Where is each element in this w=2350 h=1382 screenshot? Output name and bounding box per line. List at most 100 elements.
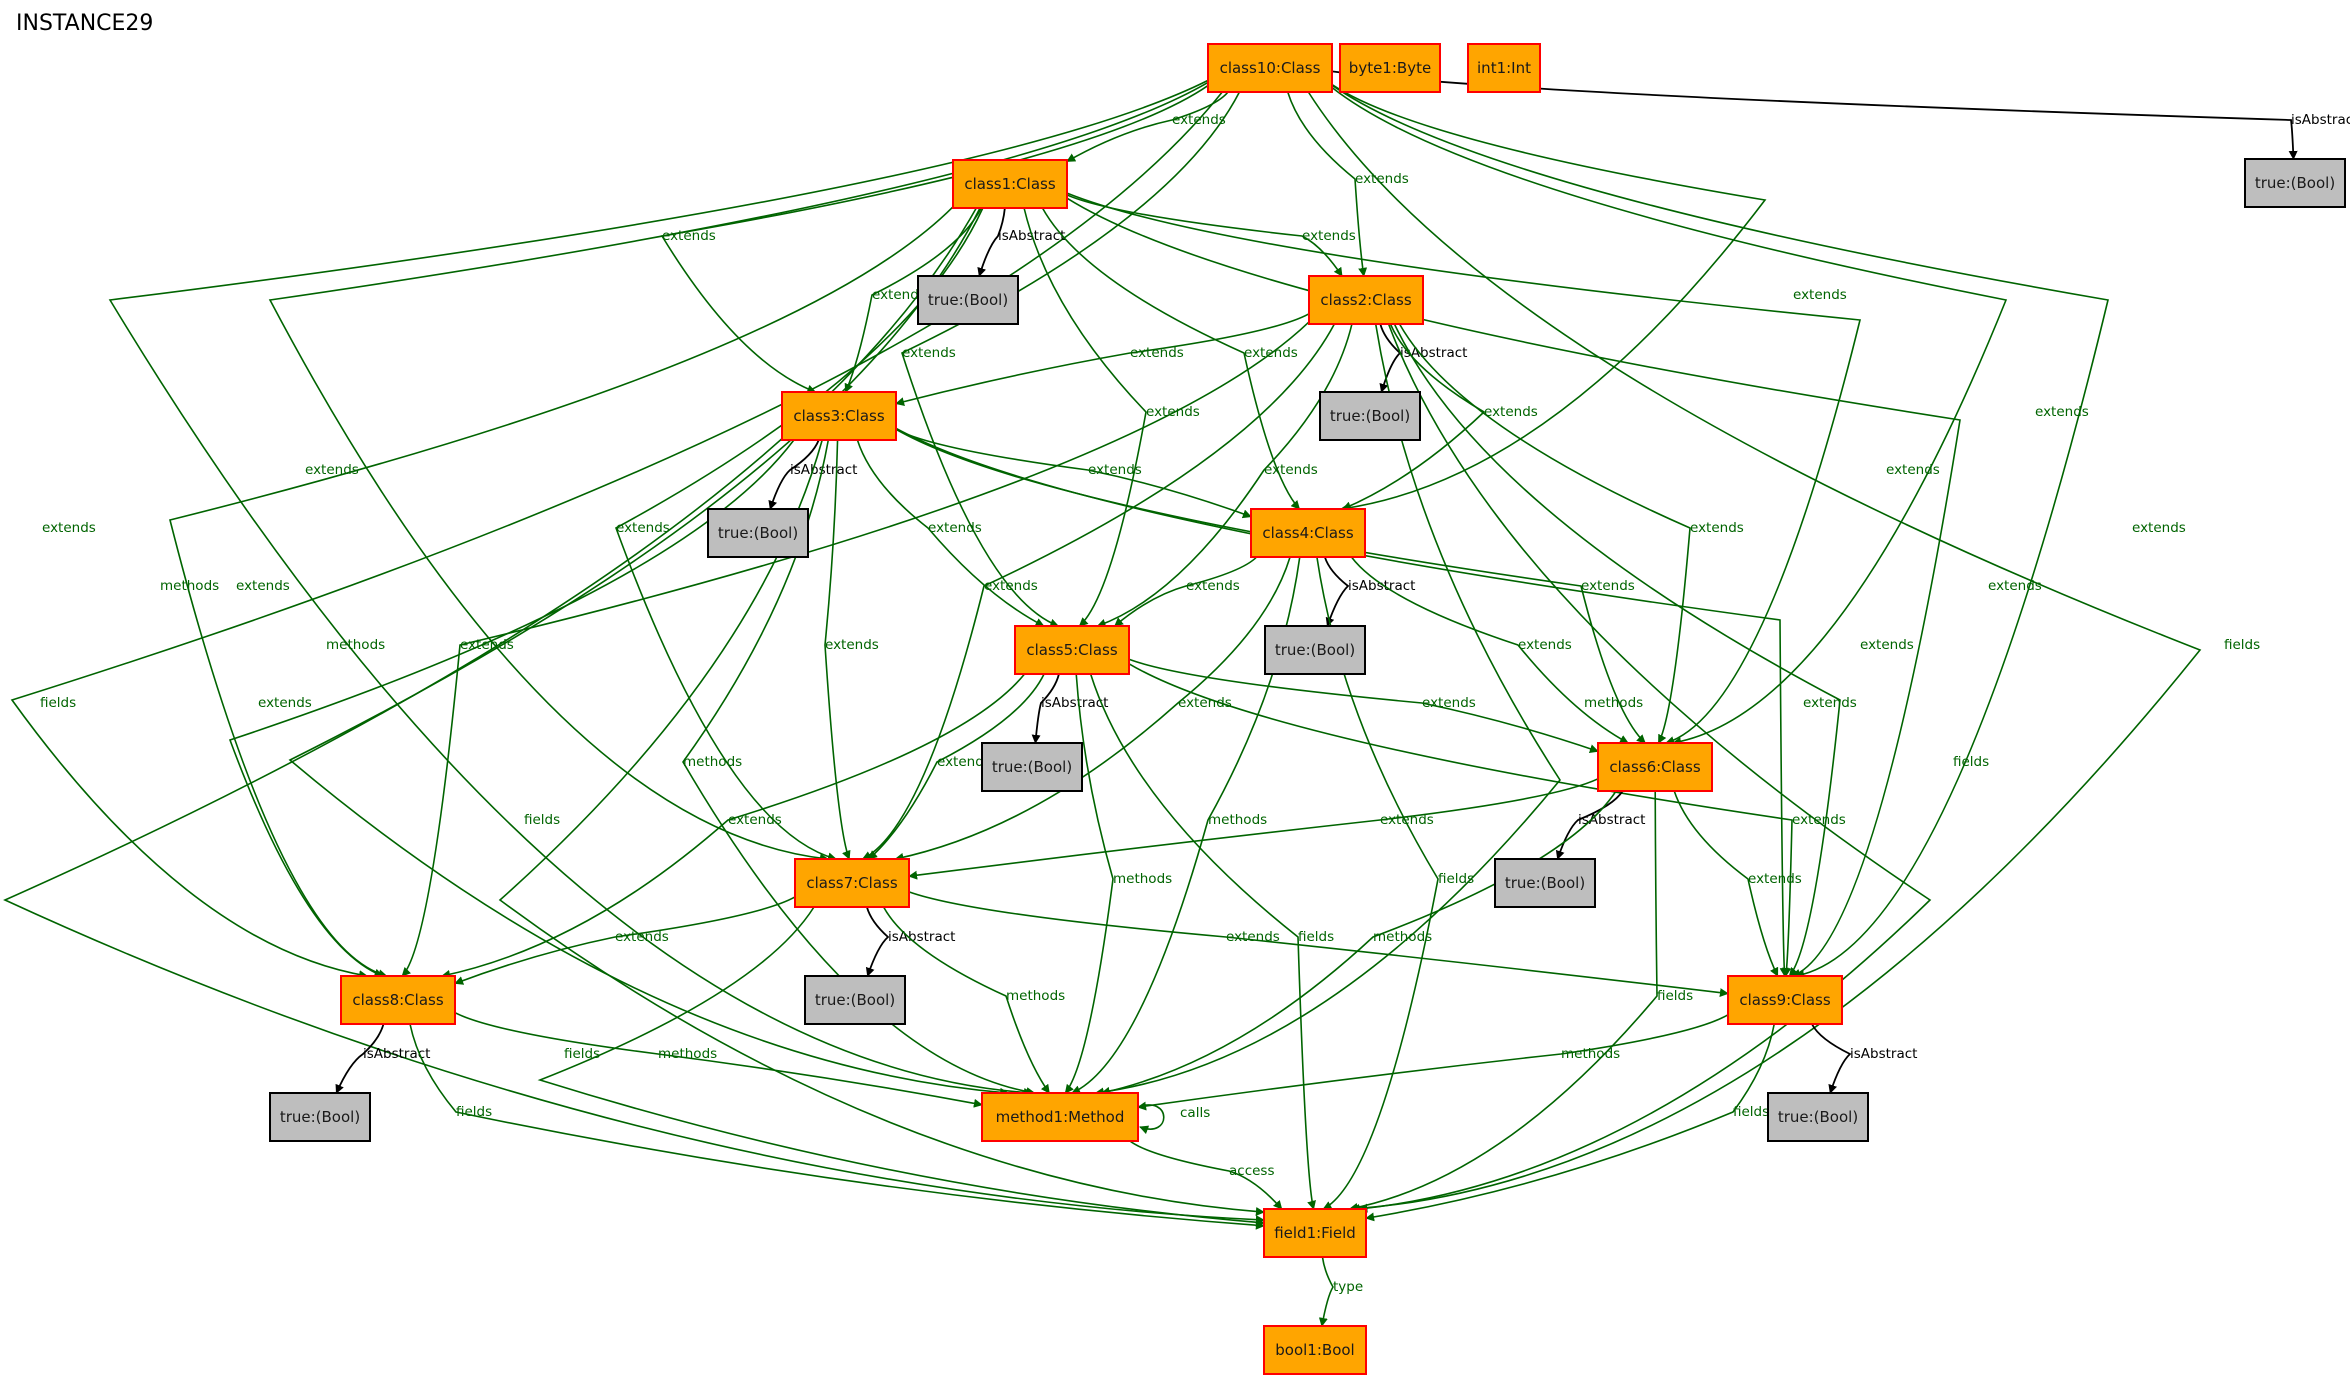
node-class10[interactable]: class10:Class [1207, 43, 1333, 93]
edge-label: extends [1088, 462, 1142, 478]
node-b8[interactable]: true:(Bool) [269, 1092, 371, 1142]
edge-class2-to-class7: extends [861, 323, 1336, 860]
edge-line [1137, 1104, 1165, 1135]
edge-line [1128, 663, 1793, 977]
edge-label: extends [258, 695, 312, 711]
edge-class4-to-class5: extends [1114, 556, 1258, 627]
edge-line [1358, 323, 1932, 1213]
edge-class3-to-class6: extends [895, 428, 1646, 744]
node-b5[interactable]: true:(Bool) [981, 742, 1083, 792]
edge-label: calls [1180, 1105, 1210, 1121]
node-label: class8:Class [352, 991, 443, 1009]
node-label: class1:Class [964, 175, 1055, 193]
edge-class4-to-class7: extends [894, 556, 1291, 862]
node-b10[interactable]: true:(Bool) [2244, 158, 2346, 208]
edge-line [1398, 323, 1691, 744]
edge-class5-to-class9: extends [1128, 663, 1846, 977]
value-node-box [1264, 625, 1366, 675]
edge-class6-to-field1: fields [1348, 790, 1693, 1212]
node-class6[interactable]: class6:Class [1597, 742, 1713, 792]
edge-class7-to-b7: isAbstract [865, 906, 955, 977]
node-label: true:(Bool) [280, 1108, 360, 1126]
edge-label: extends [2035, 404, 2089, 420]
node-class7[interactable]: class7:Class [794, 858, 910, 908]
node-label: true:(Bool) [1275, 641, 1355, 659]
object-node-box [340, 975, 456, 1025]
node-method1[interactable]: method1:Method [981, 1092, 1139, 1142]
edge-label: isAbstract [1850, 1046, 1917, 1062]
edge-line [865, 906, 890, 977]
node-label: int1:Int [1477, 59, 1531, 77]
value-node-box [1494, 858, 1596, 908]
node-label: true:(Bool) [815, 991, 895, 1009]
edge-class1-to-field1: fields [3, 207, 1265, 1225]
node-class9[interactable]: class9:Class [1727, 975, 1843, 1025]
edge-class10-to-class1: extends [1066, 91, 1229, 163]
node-label: true:(Bool) [2255, 174, 2335, 192]
edge-line [908, 891, 1729, 998]
node-field1[interactable]: field1:Field [1263, 1208, 1367, 1258]
node-b4[interactable]: true:(Bool) [1264, 625, 1366, 675]
edge-line [169, 206, 954, 979]
edge-label: extends [825, 637, 879, 653]
edge-label: methods [1561, 1046, 1620, 1062]
node-b9[interactable]: true:(Bool) [1767, 1092, 1869, 1142]
edge-label: extends [1302, 228, 1356, 244]
edge-label: extends [1186, 578, 1240, 594]
edge-label: extends [1886, 462, 1940, 478]
node-label: class6:Class [1609, 758, 1700, 776]
edge-class2-to-class6: extends [1398, 323, 1744, 744]
edge-line [1128, 658, 1599, 753]
edge-class10-to-field1: fields [1307, 91, 2260, 1213]
edge-label: extends [1422, 695, 1476, 711]
edge-label: extends [236, 578, 290, 594]
edge-class7-to-class9: extends [908, 891, 1729, 998]
edge-label: extends [872, 287, 926, 303]
edge-label: extends [1690, 520, 1744, 536]
edge-label: extends [1793, 287, 1847, 303]
edges-layer: isAbstractextendsextendsextendsextendsex… [3, 70, 2350, 1327]
edge-class5-to-class7: extends [868, 673, 1045, 860]
node-byte1[interactable]: byte1:Byte [1339, 43, 1441, 93]
edge-line [537, 906, 1265, 1227]
node-label: byte1:Byte [1349, 59, 1431, 77]
edge-class6-to-b6: isAbstract [1555, 790, 1645, 860]
edge-line [1393, 323, 1841, 977]
node-class8[interactable]: class8:Class [340, 975, 456, 1025]
edge-class4-to-b4: isAbstract [1323, 556, 1415, 627]
edge-label: extends [1792, 812, 1846, 828]
edge-class10-to-class3: extends [660, 84, 1209, 394]
node-class5[interactable]: class5:Class [1014, 625, 1130, 675]
value-node-box [2244, 158, 2346, 208]
edge-label: fields [1438, 871, 1474, 887]
node-b7[interactable]: true:(Bool) [804, 975, 906, 1025]
edge-label: fields [1733, 1104, 1769, 1120]
edge-line [1348, 790, 1658, 1212]
edge-line [409, 1023, 1265, 1230]
node-int1[interactable]: int1:Int [1467, 43, 1541, 93]
edge-line [901, 91, 1241, 628]
node-b3[interactable]: true:(Bool) [707, 508, 809, 558]
edge-line [1066, 192, 1861, 745]
node-bool1[interactable]: bool1:Bool [1263, 1325, 1367, 1375]
edge-label: fields [564, 1046, 600, 1062]
node-class4[interactable]: class4:Class [1250, 508, 1366, 558]
edge-line [441, 673, 1026, 979]
edge-label: extends [1130, 345, 1184, 361]
edge-label: extends [1178, 695, 1232, 711]
edge-class6-to-class9: extends [1673, 790, 1802, 977]
node-b2[interactable]: true:(Bool) [1319, 391, 1421, 441]
edge-label: extends [928, 520, 982, 536]
node-b6[interactable]: true:(Bool) [1494, 858, 1596, 908]
edge-line [454, 1012, 983, 1108]
object-node-box [1339, 43, 1441, 93]
node-label: true:(Bool) [1330, 407, 1410, 425]
edge-method1-to-field1: access [1129, 1140, 1283, 1210]
node-class2[interactable]: class2:Class [1308, 275, 1424, 325]
node-b1[interactable]: true:(Bool) [917, 275, 1019, 325]
object-node-box [1308, 275, 1424, 325]
node-class1[interactable]: class1:Class [952, 159, 1068, 209]
node-class3[interactable]: class3:Class [781, 391, 897, 441]
edge-label: fields [1657, 988, 1693, 1004]
edge-line [824, 439, 851, 860]
